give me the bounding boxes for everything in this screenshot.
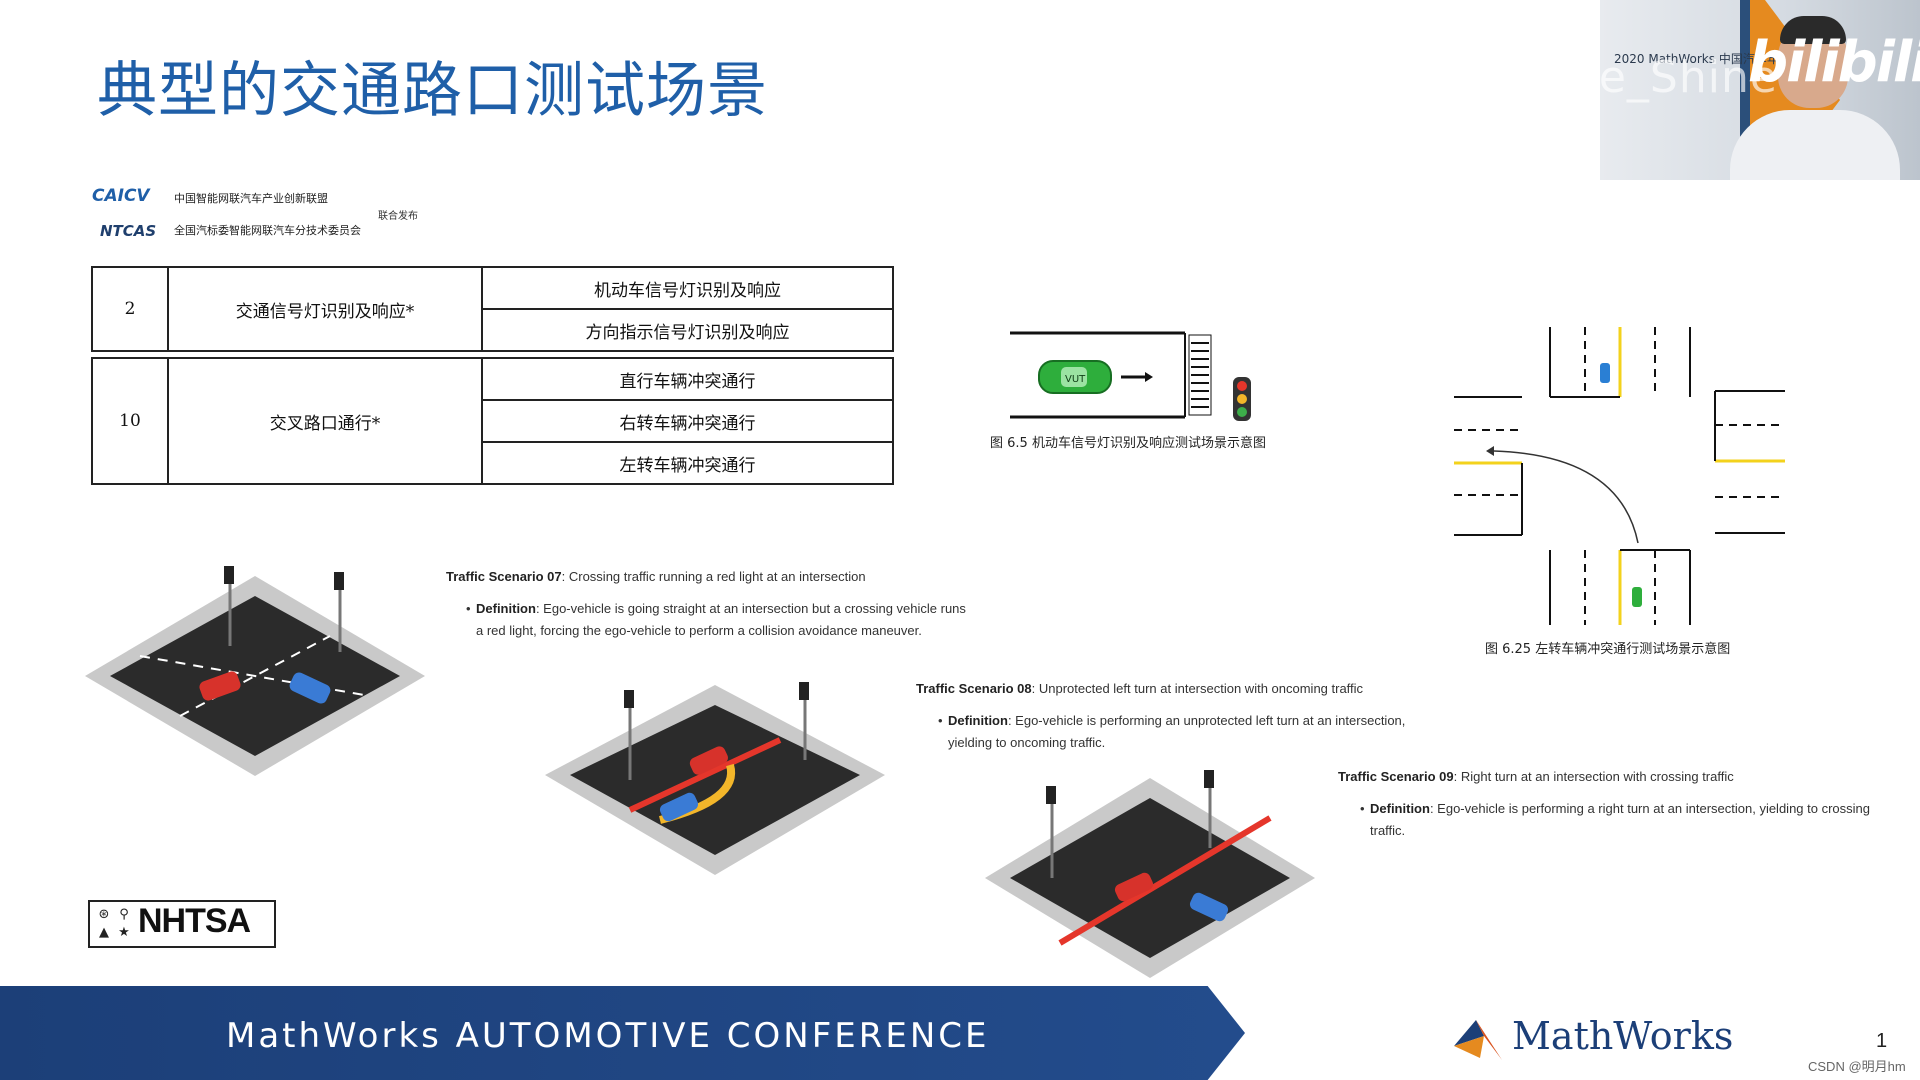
stop-line-hatch [1188,334,1212,416]
watermark: Double_Shine [1465,52,1778,103]
mathworks-membrane-icon [1454,1020,1502,1060]
fig65-caption: 图 6.5 机动车信号灯识别及响应测试场景示意图 [990,436,1266,451]
scenario-heading: Traffic Scenario 07 [446,569,562,584]
slide-title: 典型的交通路口测试场景 [97,56,768,126]
scenario-heading: Traffic Scenario 08 [916,681,1032,696]
traffic-light-icon [1233,377,1251,421]
org-name-ntcas: 全国汽标委智能网联汽车分技术委员会 [174,224,361,237]
scenario09-illustration [985,770,1315,978]
scenario-definition: Ego-vehicle is performing an unprotected… [948,713,1406,750]
scenario09-text: Traffic Scenario 09: Right turn at an in… [1338,769,1870,838]
vut-label: VUT [1065,374,1086,385]
vut-car-icon: VUT [1038,360,1112,394]
scenario-definition: Ego-vehicle is going straight at an inte… [476,601,966,638]
bilibili-logo: bilibili [1748,30,1920,95]
ntcas-logo: NTCAS [100,222,157,240]
caicv-logo: CAICV [92,186,150,206]
joint-publish-label: 联合发布 [378,211,418,222]
item-subscenario: 方向指示信号灯识别及响应 [481,308,894,352]
scenario07-text: Traffic Scenario 07: Crossing traffic ru… [446,569,966,638]
item-name: 交通信号灯识别及响应* [167,266,483,352]
conference-name: MathWorks AUTOMOTIVE CONFERENCE [226,1016,990,1056]
test-item-table-signal: 2 交通信号灯识别及响应* 机动车信号灯识别及响应 方向指示信号灯识别及响应 [91,266,894,352]
video-conference-text: 2020 MathWorks 中国汽车年会 [1614,52,1791,66]
left-turn-path [1493,450,1639,544]
scenario07-illustration [85,566,425,776]
footer-band [0,986,1245,1080]
scenario-definition: Ego-vehicle is performing a right turn a… [1370,801,1870,838]
org-name-caicv: 中国智能网联汽车产业创新联盟 [174,192,328,205]
item-subscenario: 机动车信号灯识别及响应 [481,266,894,310]
csdn-credit: CSDN @明月hm [1808,1059,1906,1074]
item-number: 2 [91,266,169,352]
scenario-summary: Crossing traffic running a red light at … [568,569,866,584]
fig65-signal-diagram: VUT [1010,331,1251,421]
test-item-table-intersection: 10 交叉路口通行* 直行车辆冲突通行 右转车辆冲突通行 左转车辆冲突通行 [91,357,894,485]
scenario-heading: Traffic Scenario 09 [1338,769,1454,784]
item-subscenario: 直行车辆冲突通行 [481,357,894,401]
definition-label: Definition [1370,801,1430,816]
scenario-summary: Right turn at an intersection with cross… [1460,769,1734,784]
definition-label: Definition [948,713,1008,728]
scenario08-text: Traffic Scenario 08: Unprotected left tu… [916,681,1406,750]
item-subscenario: 右转车辆冲突通行 [481,399,894,443]
page-number: 1 [1876,1030,1888,1052]
definition-label: Definition [476,601,536,616]
scenario-summary: Unprotected left turn at intersection wi… [1038,681,1364,696]
fig625-caption: 图 6.25 左转车辆冲突通行测试场景示意图 [1485,642,1731,657]
presenter-video: 2020 MathWorks 中国汽车年会 [1600,0,1920,180]
item-number: 10 [91,357,169,485]
nhtsa-logo: ⊛⚲▲★ NHTSA [88,900,276,948]
mathworks-brand: MathWorks [1512,1014,1734,1058]
item-subscenario: 左转车辆冲突通行 [481,441,894,485]
item-name: 交叉路口通行* [167,357,483,485]
nhtsa-emblem-icon: ⊛⚲▲★ [98,907,130,940]
ego-car-icon [1632,587,1642,607]
fig625-left-turn-diagram [1454,327,1785,625]
scenario08-illustration [545,682,885,875]
